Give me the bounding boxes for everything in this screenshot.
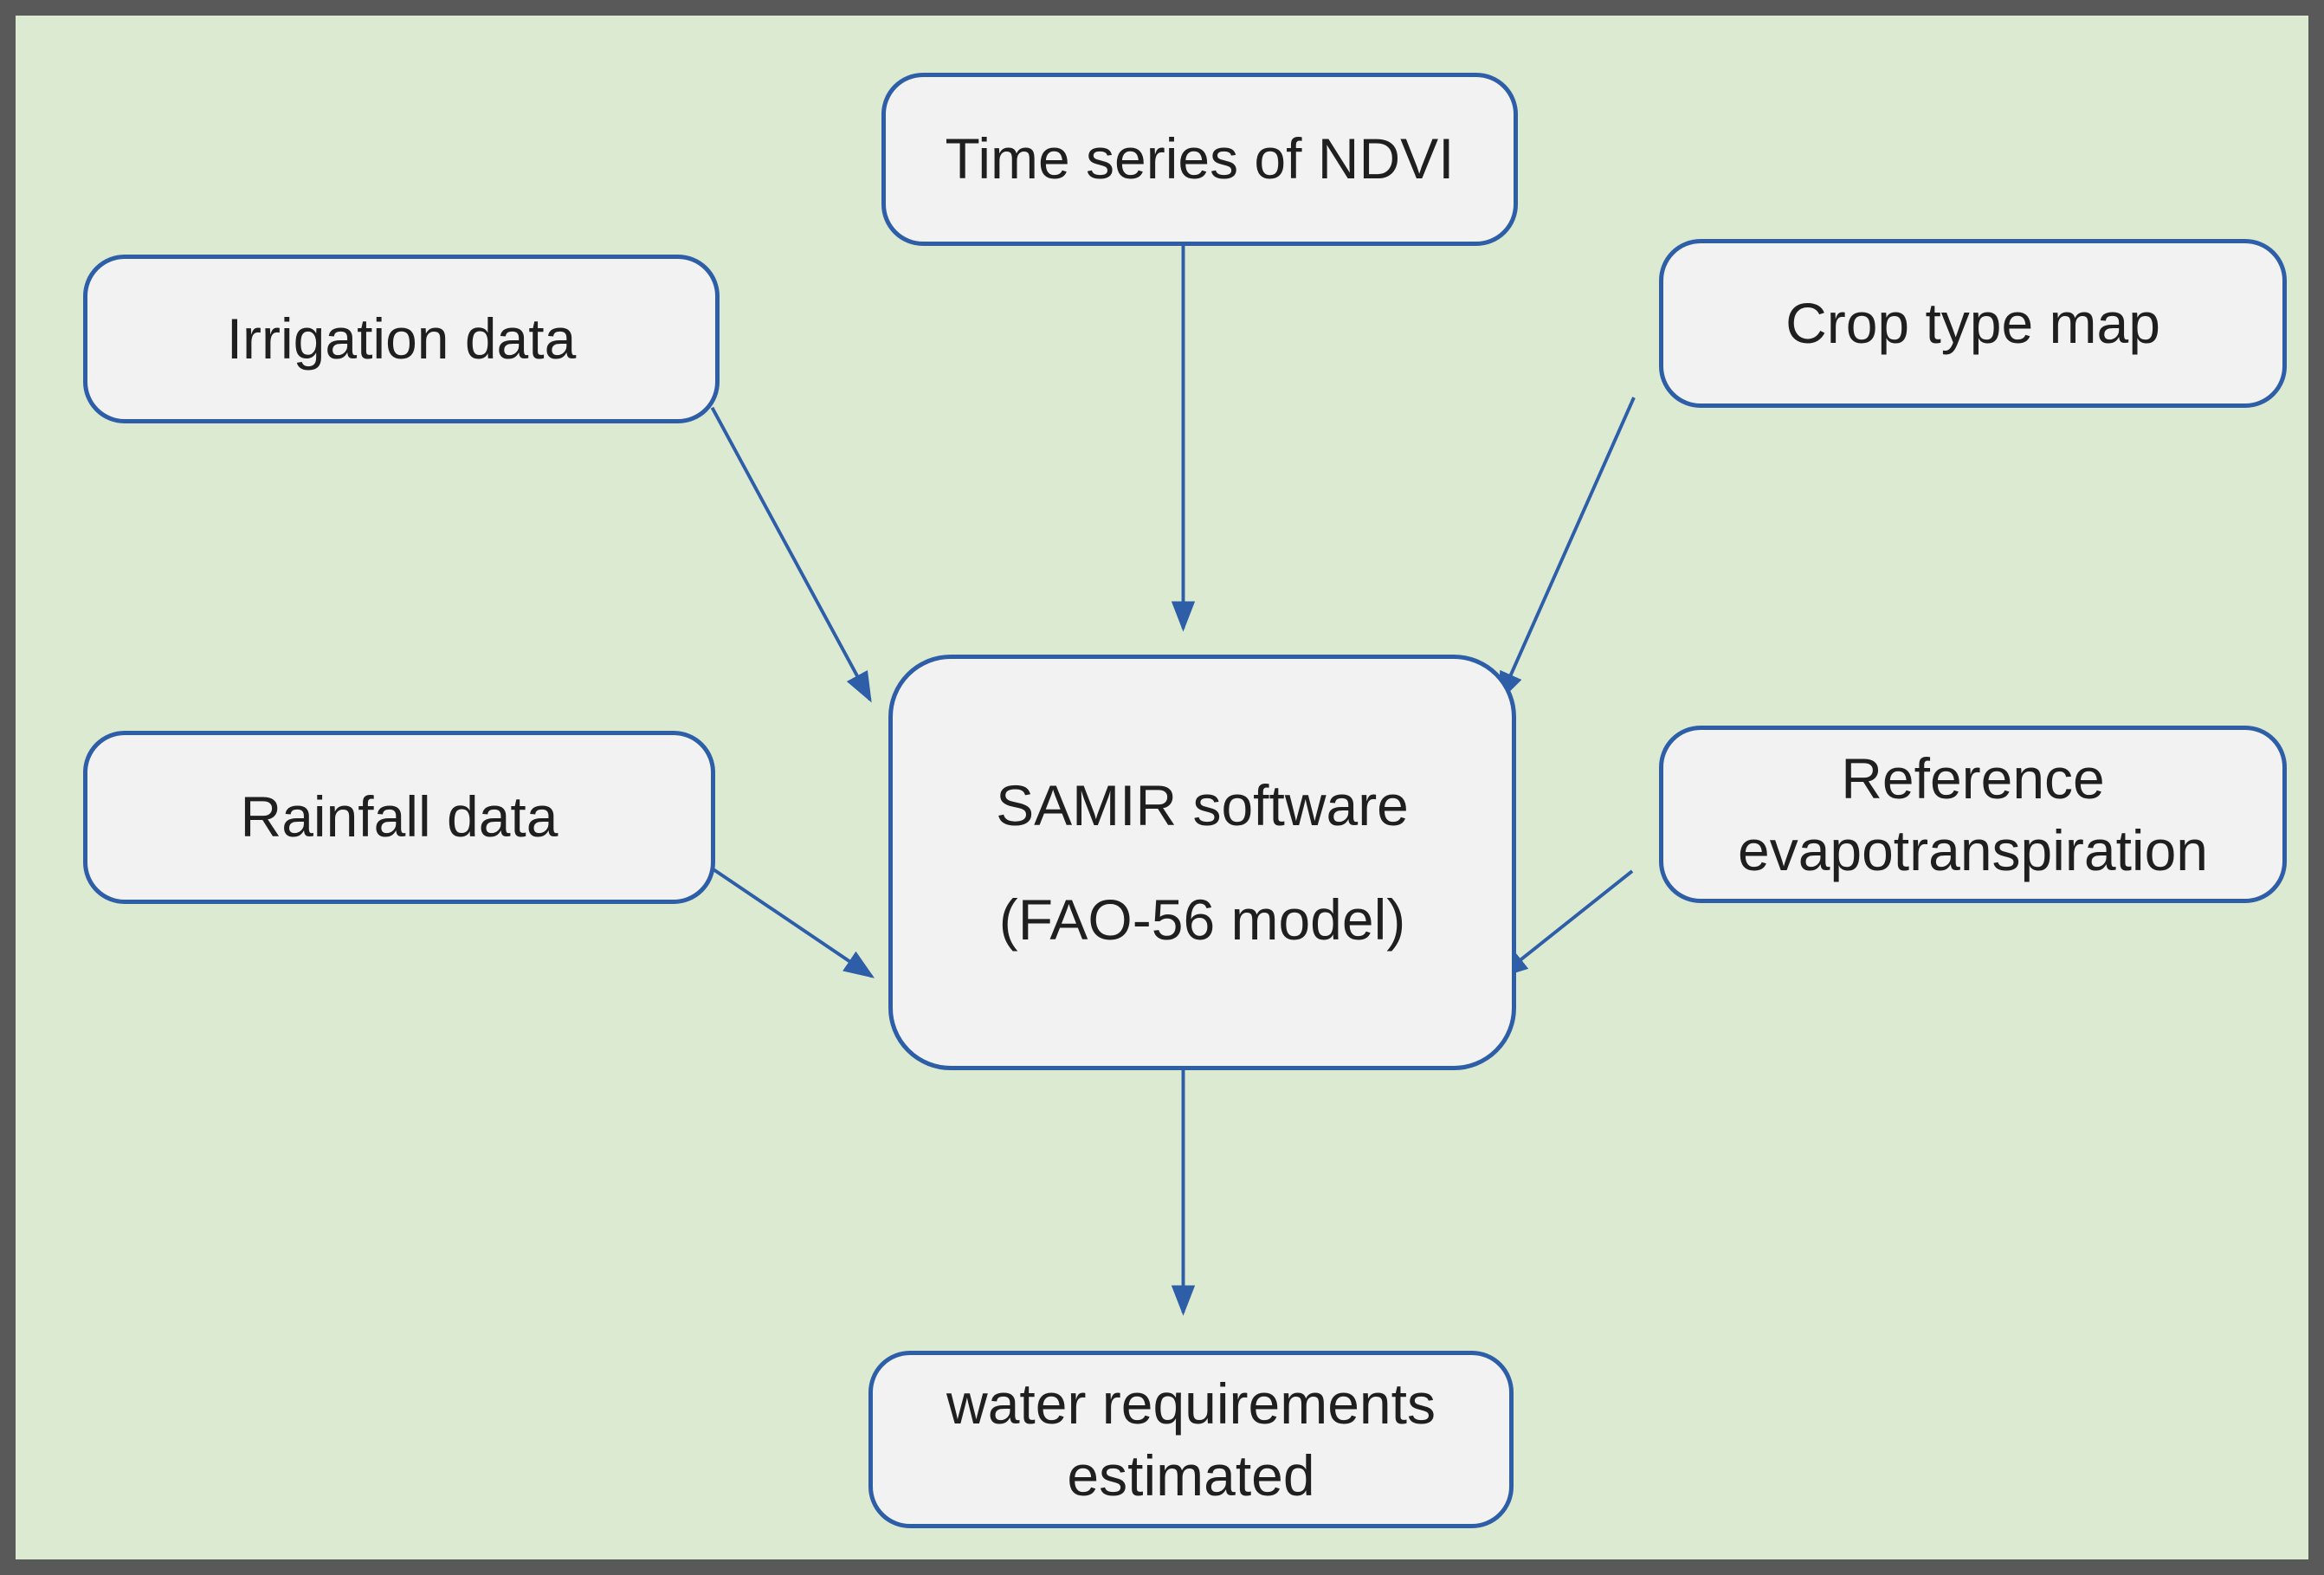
node-samir-software: SAMIR software (FAO-56 model) [888,655,1516,1070]
arrow-rainfall-to-samir [711,867,875,978]
node-rainfall-data: Rainfall data [83,731,715,904]
node-irrigation-data: Irrigation data [83,255,720,423]
node-crop-type-map: Crop type map [1659,239,2287,408]
arrow-irrigation-to-samir [710,406,872,703]
node-reference-evapotranspiration: Reference evapotranspiration [1659,726,2287,903]
node-time-series-ndvi: Time series of NDVI [881,73,1518,246]
node-water-requirements-estimated: water requirements estimated [868,1351,1514,1528]
arrow-crop-to-samir [1498,397,1636,703]
arrow-reference-to-samir [1497,869,1634,979]
